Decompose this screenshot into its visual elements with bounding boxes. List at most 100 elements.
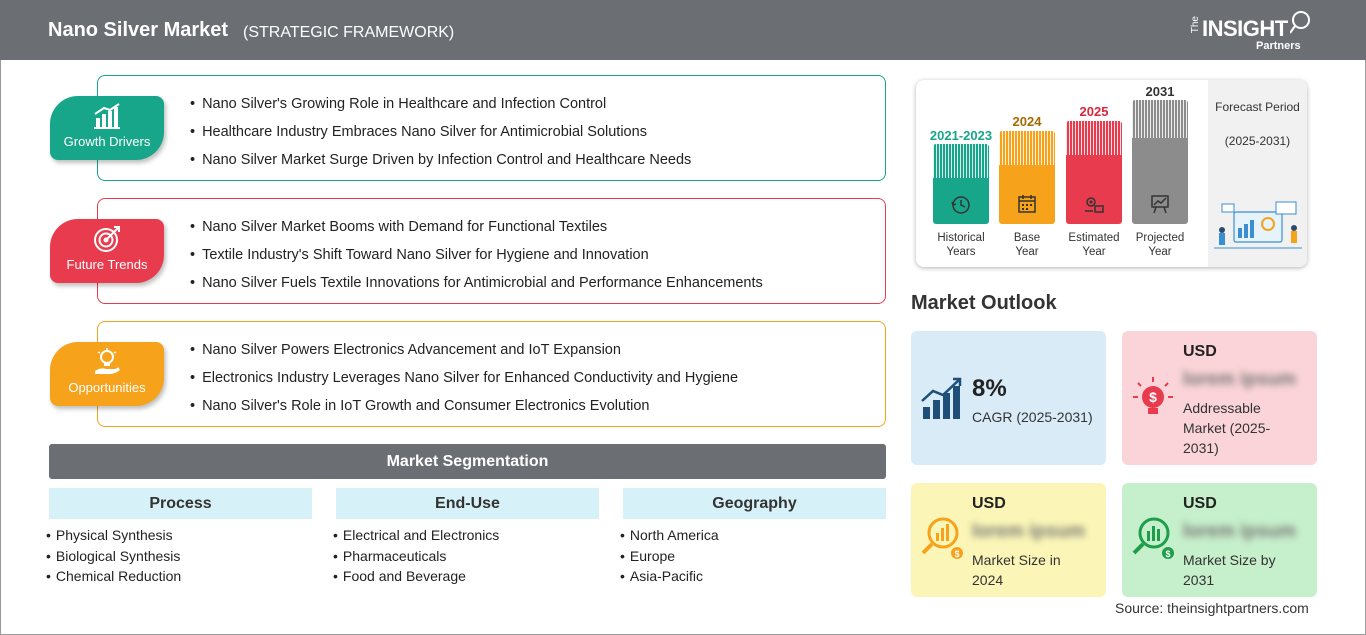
svg-text:$: $ (954, 549, 959, 559)
list-item: Biological Synthesis (46, 546, 312, 567)
timeline-bar-projected (1132, 100, 1188, 224)
bar-stripes (999, 131, 1055, 165)
list-item: Textile Industry's Shift Toward Nano Sil… (190, 244, 763, 272)
logo-magnifier-icon (1290, 11, 1310, 34)
cagr-label: CAGR (2025-2031) (972, 409, 1093, 425)
analyst-dashboard-illustration-icon (1214, 201, 1302, 249)
opportunities-label: Opportunities (68, 380, 146, 395)
future-trends-label: Future Trends (66, 257, 148, 272)
timeline-label: Base Year (992, 231, 1062, 259)
cagr-card: 8% CAGR (2025-2031) (911, 331, 1106, 465)
currency-label: USD (1183, 495, 1217, 512)
timeline-label-line: Year (1082, 246, 1106, 258)
timeline-year: 2024 (1012, 114, 1042, 129)
market-size-2031-card: USD lorem ipsum Market Size by 2031 $ (1122, 483, 1317, 597)
bar-stripes (933, 144, 989, 178)
timeline-card: 2021-2023 Historical Years 2024 Base Yea… (916, 80, 1307, 267)
list-item: Nano Silver Fuels Textile Innovations fo… (190, 272, 763, 300)
lightbulb-hand-icon (95, 348, 120, 375)
list-item: Asia-Pacific (620, 566, 886, 587)
page-title: Nano Silver Market (48, 19, 229, 41)
history-clock-icon (951, 196, 970, 214)
magnifier-bars-icon: $ (1132, 517, 1174, 559)
insight-partners-logo: The INSIGHT Partners (1190, 10, 1320, 54)
svg-text:$: $ (1149, 389, 1157, 405)
bar-chart-growth-icon (94, 103, 120, 129)
segment-list: Electrical and Electronics Pharmaceutica… (333, 525, 599, 587)
cagr-value: 8% (972, 375, 1007, 402)
growth-drivers-label: Growth Drivers (63, 134, 151, 149)
segment-list: North America Europe Asia-Pacific (620, 525, 886, 587)
logo-the: The (1190, 16, 1201, 34)
timeline-label: Historical Years (926, 231, 996, 259)
timeline-year: 2025 (1079, 104, 1109, 119)
logo-partners: Partners (1256, 40, 1301, 52)
forecast-period: (2025-2031) (1224, 134, 1291, 148)
header-bar: Nano Silver Market (STRATEGIC FRAMEWORK)… (0, 0, 1366, 60)
rising-bars-arrow-icon (921, 377, 962, 419)
segment-list: Physical Synthesis Biological Synthesis … (46, 525, 312, 587)
growth-drivers-box: Nano Silver's Growing Role in Healthcare… (97, 75, 886, 181)
timeline-label-line: Base (1013, 232, 1041, 244)
svg-text:$: $ (1165, 549, 1170, 559)
list-item: Pharmaceuticals (333, 546, 599, 567)
addressable-market-card: USD lorem ipsum Addressable Market (2025… (1122, 331, 1317, 465)
estimate-gears-icon (1085, 197, 1104, 213)
segment-heading: Geography (623, 488, 886, 519)
list-item: Physical Synthesis (46, 525, 312, 546)
opportunities-tag: Opportunities (50, 342, 164, 406)
forecast-panel: Forecast Period (2025-2031) (1208, 80, 1307, 267)
future-trends-tag: Future Trends (50, 219, 164, 283)
timeline-label-line: Estimated (1068, 232, 1120, 244)
list-item: Nano Silver's Growing Role in Healthcare… (190, 93, 691, 121)
blurred-value: lorem ipsum (1183, 521, 1296, 542)
segment-end-use: End-Use Electrical and Electronics Pharm… (336, 488, 599, 587)
list-item: Food and Beverage (333, 566, 599, 587)
source-note: Source: theinsightpartners.com (1115, 600, 1309, 616)
blurred-value: lorem ipsum (1183, 369, 1296, 390)
list-item: Nano Silver's Role in IoT Growth and Con… (190, 395, 738, 423)
timeline-year: 2021-2023 (929, 128, 993, 143)
segment-geography: Geography North America Europe Asia-Paci… (623, 488, 886, 587)
timeline-bar-estimated (1066, 121, 1122, 224)
timeline-label-line: Historical (937, 232, 985, 244)
timeline-label-line: Year (1015, 246, 1039, 258)
timeline-label-line: Years (946, 246, 976, 258)
timeline-label: Projected Year (1125, 231, 1195, 259)
list-item: Chemical Reduction (46, 566, 312, 587)
growth-drivers-tag: Growth Drivers (50, 96, 164, 160)
segment-process: Process Physical Synthesis Biological Sy… (49, 488, 312, 587)
timeline-label-line: Year (1148, 246, 1172, 258)
opportunities-box: Nano Silver Powers Electronics Advanceme… (97, 321, 886, 427)
segment-heading: Process (49, 488, 312, 519)
addressable-label: Addressable Market (2025-2031) (1183, 400, 1271, 456)
blurred-value: lorem ipsum (972, 521, 1085, 542)
market-outlook-title: Market Outlook (911, 292, 1057, 314)
list-item: Europe (620, 546, 886, 567)
timeline-label: Estimated Year (1059, 231, 1129, 259)
list-item: Nano Silver Market Booms with Demand for… (190, 216, 763, 244)
segmentation-title: Market Segmentation (49, 444, 886, 479)
lightbulb-dollar-icon: $ (1133, 377, 1173, 414)
timeline-year: 2031 (1145, 84, 1175, 99)
currency-label: USD (1183, 343, 1217, 360)
list-item: Electronics Industry Leverages Nano Silv… (190, 367, 738, 395)
currency-label: USD (972, 495, 1006, 512)
projection-board-icon (1151, 195, 1169, 214)
list-item: Nano Silver Market Surge Driven by Infec… (190, 149, 691, 177)
list-item: Healthcare Industry Embraces Nano Silver… (190, 121, 691, 149)
bar-stripes (1066, 121, 1122, 155)
timeline-bar-base (999, 131, 1055, 224)
logo-insight: INSIGHT (1202, 16, 1288, 41)
timeline-bar-historical (933, 144, 989, 224)
opportunities-list: Nano Silver Powers Electronics Advanceme… (190, 339, 738, 423)
magnifier-chart-icon: $ (921, 517, 963, 559)
market-size-2024-card: USD lorem ipsum Market Size in 2024 $ (911, 483, 1106, 597)
calendar-icon (1018, 195, 1036, 213)
timeline-label-line: Projected (1135, 232, 1185, 244)
forecast-title: Forecast Period (1215, 100, 1300, 114)
market-size-2024-label: Market Size in 2024 (972, 552, 1061, 588)
growth-drivers-list: Nano Silver's Growing Role in Healthcare… (190, 93, 691, 177)
future-trends-list: Nano Silver Market Booms with Demand for… (190, 216, 763, 300)
market-size-2031-label: Market Size by 2031 (1183, 552, 1276, 588)
